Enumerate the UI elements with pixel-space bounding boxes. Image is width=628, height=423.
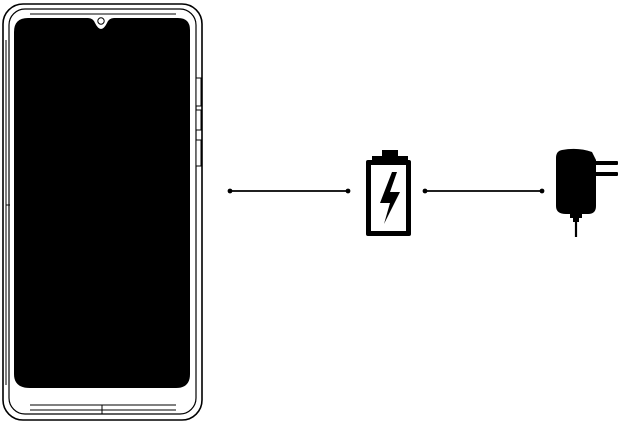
phone-screen xyxy=(14,18,190,388)
lightning-bolt-icon xyxy=(380,172,400,224)
wall-charger-icon xyxy=(556,148,618,237)
phone-icon xyxy=(2,3,203,421)
connector-line-phone-battery xyxy=(227,188,351,194)
front-camera-icon xyxy=(97,17,105,25)
battery-charging-icon xyxy=(366,150,411,236)
connector-line-battery-charger xyxy=(422,188,545,194)
